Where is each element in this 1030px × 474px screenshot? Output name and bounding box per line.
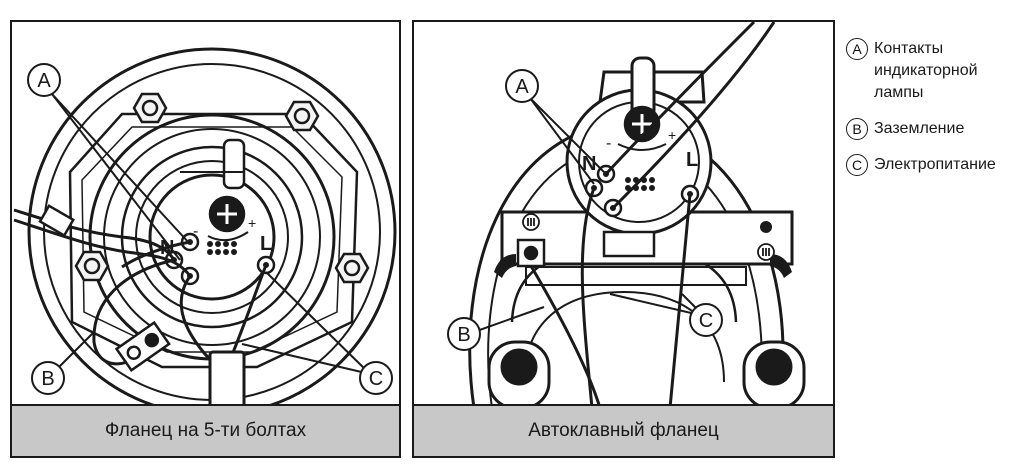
thermostat-stem [222, 138, 246, 190]
terminal-l-label: L [686, 149, 698, 171]
bolt-top-left [132, 92, 168, 124]
five-bolt-flange-caption: Фланец на 5-ти болтах [12, 404, 399, 456]
outer-tank-ring [27, 47, 397, 408]
terminal-minus: - [606, 135, 611, 152]
legend-badge-a: A [846, 38, 868, 60]
callout-a: A [27, 63, 61, 97]
legend-text-c: Электропитание [874, 156, 996, 173]
callout-c: C [359, 361, 393, 395]
terminal-minus: - [193, 223, 198, 240]
callout-a: A [505, 69, 539, 103]
terminal-plus: + [668, 127, 676, 143]
legend-item-a: A Контакты индикаторной лампы [846, 38, 1026, 104]
callout-legend: A Контакты индикаторной лампы B Заземлен… [846, 38, 1026, 190]
thermostat-body [148, 173, 276, 301]
power-cable-sheath [208, 350, 246, 408]
thermostat-base [602, 230, 656, 258]
legend-badge-b: B [846, 118, 868, 140]
terminal-n-label: N [582, 153, 596, 175]
callout-b: B [31, 361, 65, 395]
autoclave-flange-panel: - + N L [412, 20, 835, 458]
bolt-left [74, 250, 110, 282]
callout-c: C [689, 303, 723, 337]
terminal-plus: + [248, 215, 256, 231]
svg-text:B: B [41, 368, 54, 390]
legend-badge-c: C [846, 154, 868, 176]
autoclave-flange-illustration: - + N L [447, 22, 806, 408]
legend-text-b: Заземление [874, 120, 965, 137]
bolt-right [334, 252, 370, 284]
terminal-l-label: L [260, 233, 272, 255]
wire-bundle [529, 22, 776, 408]
autoclave-flange-caption: Автоклавный фланец [414, 404, 833, 456]
bolt-top-right [284, 100, 320, 132]
five-bolt-flange-illustration: - + N L [13, 47, 397, 408]
legend-item-b: B Заземление [846, 118, 1026, 140]
svg-text:A: A [515, 76, 529, 98]
svg-text:C: C [369, 368, 383, 390]
legend-text-a: Контакты индикаторной лампы [874, 40, 978, 101]
five-bolt-flange-panel: - + N L [10, 20, 401, 458]
callout-b: B [447, 317, 481, 351]
legend-item-c: C Электропитание [846, 154, 1026, 176]
svg-text:C: C [699, 310, 713, 332]
svg-text:B: B [457, 324, 470, 346]
svg-text:A: A [37, 70, 51, 92]
flange-plate-outline [68, 112, 359, 369]
wire-sleeve [38, 204, 75, 238]
